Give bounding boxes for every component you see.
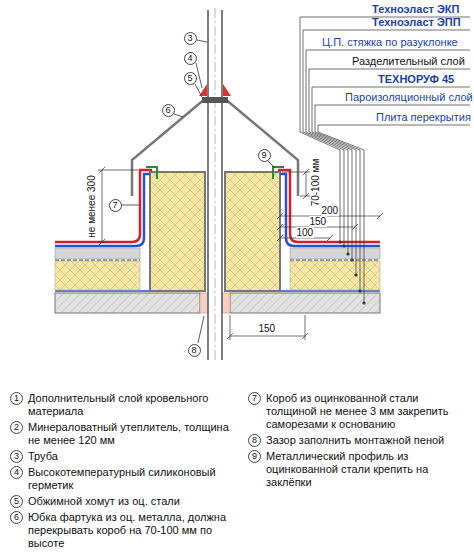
callout-number: 7 xyxy=(109,199,122,212)
screed xyxy=(55,248,140,259)
leader-dots xyxy=(338,240,365,304)
callout-number: 5 xyxy=(184,72,197,85)
legend-text: Юбка фартука из оц. металла, должна пере… xyxy=(28,511,240,550)
legend-number: 1 xyxy=(10,392,23,405)
legend-number: 2 xyxy=(10,421,23,434)
legend-text: Минераловатный утеплитель, толщина не ме… xyxy=(28,421,240,447)
legend-text: Зазор заполнить монтажной пеной xyxy=(266,434,466,447)
material-label: Ц.П. стяжка по разуклонке xyxy=(322,36,458,49)
dimension-text: 200 xyxy=(321,205,340,216)
legend-text: Металлический профиль из оцинкованной ст… xyxy=(266,450,466,489)
pipe-wall xyxy=(221,10,223,360)
legend-text: Короб из оцинкованной стали толщиной не … xyxy=(266,392,466,431)
dimension-text: не менее 300 xyxy=(86,174,97,238)
steel-box xyxy=(225,172,280,291)
steel-box xyxy=(150,172,205,291)
legend-text: Обжимной хомут из оц. стали xyxy=(28,495,240,508)
material-leaders xyxy=(300,17,470,303)
separating-layer xyxy=(290,260,380,261)
callout-leaders xyxy=(122,40,275,343)
legend-text: Труба xyxy=(28,450,240,463)
roof-insulation xyxy=(55,261,140,290)
legend-text: Высокотемпературный силиконовый герметик xyxy=(28,466,240,492)
dimension-lines xyxy=(98,167,383,340)
material-label: Техноэласт ЭКП xyxy=(372,3,459,16)
foam-gap xyxy=(222,293,230,313)
apron xyxy=(224,98,298,196)
material-label: Техноэласт ЭПП xyxy=(372,16,461,29)
callout-number: 6 xyxy=(162,104,175,117)
floor-slab xyxy=(55,293,200,313)
dimension-text: 70-100 мм xyxy=(310,157,321,207)
callout-number: 3 xyxy=(184,32,197,45)
membrane-blue xyxy=(55,174,150,246)
legend-number: 6 xyxy=(10,511,23,524)
dimension-text: 100 xyxy=(296,227,315,238)
legend-text: Дополнительный слой кровельного материал… xyxy=(28,392,240,418)
legend-number: 5 xyxy=(10,495,23,508)
legend-number: 7 xyxy=(248,392,261,405)
dimension-text: 150 xyxy=(309,216,328,227)
material-label: Плита перекрытия xyxy=(376,111,471,124)
material-label: ТЕХНОРУФ 45 xyxy=(378,73,454,86)
legend-number: 9 xyxy=(248,450,261,463)
clamp xyxy=(202,97,228,103)
membrane-red xyxy=(55,170,152,242)
callout-number: 8 xyxy=(188,344,201,357)
apron xyxy=(132,98,206,196)
sealant xyxy=(223,84,231,96)
roof-insulation xyxy=(290,261,380,290)
legend-number: 4 xyxy=(10,466,23,479)
callout-number: 9 xyxy=(258,149,271,162)
membrane-red xyxy=(278,170,380,242)
floor-slab xyxy=(230,293,380,313)
membrane-blue xyxy=(280,174,380,246)
material-label: Разделительный слой xyxy=(352,55,465,68)
material-label: Пароизоляционный слой xyxy=(345,91,473,104)
legend-number: 3 xyxy=(10,450,23,463)
pipe-wall xyxy=(207,10,209,360)
screed xyxy=(290,248,380,259)
callout-number: 4 xyxy=(184,52,197,65)
separating-layer xyxy=(55,260,140,261)
foam-gap xyxy=(200,293,208,313)
dimension-text: 150 xyxy=(258,323,277,334)
metal-profile xyxy=(273,167,284,179)
legend-number: 8 xyxy=(248,434,261,447)
pipe-axis xyxy=(215,8,216,362)
metal-profile xyxy=(146,167,157,179)
